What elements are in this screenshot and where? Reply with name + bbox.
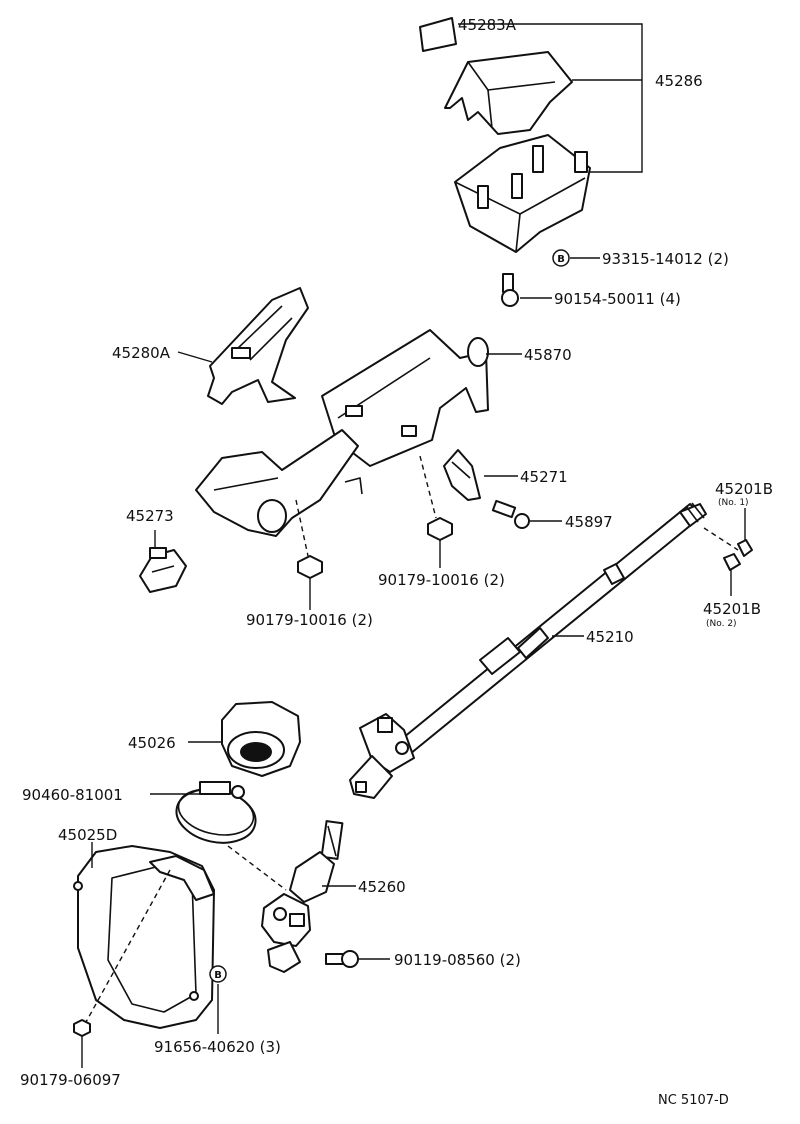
label-90179-06097: 90179-06097 [20, 1071, 121, 1089]
collar-45271 [443, 449, 481, 501]
label-90119: 90119-08560 (2) [394, 951, 521, 969]
screw-90154 [501, 273, 519, 307]
column-support-45870 [321, 329, 489, 467]
label-45201b-no1: 45201B [715, 480, 773, 498]
label-45026: 45026 [128, 734, 176, 752]
label-90179-right: 90179-10016 (2) [378, 571, 505, 589]
pin-45897 [491, 499, 530, 529]
nut-90179-right [427, 517, 453, 541]
label-45870: 45870 [524, 346, 572, 364]
column-bracket-45280a [207, 287, 309, 405]
bolt-90119 [325, 950, 359, 968]
label-45283a: 45283A [458, 16, 517, 34]
hose-clamp-90460 [175, 781, 257, 844]
label-45201b-no2-sub: (No. 2) [706, 619, 737, 629]
label-45271: 45271 [520, 468, 568, 486]
marker-b-93315: B [552, 249, 570, 267]
nut-90179-left [297, 555, 323, 579]
column-cover-upper-45286 [444, 51, 573, 135]
bushing-45273 [139, 547, 187, 593]
label-90460: 90460-81001 [22, 786, 123, 804]
intermediate-shaft-45260 [261, 820, 344, 973]
marker-b-label: B [557, 254, 565, 265]
label-45280a: 45280A [112, 344, 171, 362]
label-45897: 45897 [565, 513, 613, 531]
label-90179-left: 90179-10016 (2) [246, 611, 373, 629]
nut-90179-06097 [73, 1019, 91, 1037]
label-45273: 45273 [126, 507, 174, 525]
dash-cover-45025d [73, 845, 215, 1029]
snap-ring-45201b-no1 [737, 539, 753, 557]
marker-b-label: B [214, 970, 222, 981]
dust-boot-45026 [221, 701, 301, 777]
label-45210: 45210 [586, 628, 634, 646]
label-45201b-no1-sub: (No. 1) [718, 498, 749, 508]
label-90154: 90154-50011 (4) [554, 290, 681, 308]
main-shaft-45210 [349, 502, 707, 799]
label-93315: 93315-14012 (2) [602, 250, 729, 268]
column-cover-lower-45286 [454, 134, 591, 253]
marker-b-91656: B [209, 965, 227, 983]
snap-ring-45201b-no2 [723, 553, 741, 571]
label-45260: 45260 [358, 878, 406, 896]
label-45201b-no2: 45201B [703, 600, 761, 618]
reference-code: NC 5107-D [658, 1093, 729, 1108]
label-45286: 45286 [655, 72, 703, 90]
column-tube-bracket [195, 429, 363, 537]
label-45025d: 45025D [58, 826, 117, 844]
emblem-plate-45283a [419, 17, 457, 52]
label-91656: 91656-40620 (3) [154, 1038, 281, 1056]
